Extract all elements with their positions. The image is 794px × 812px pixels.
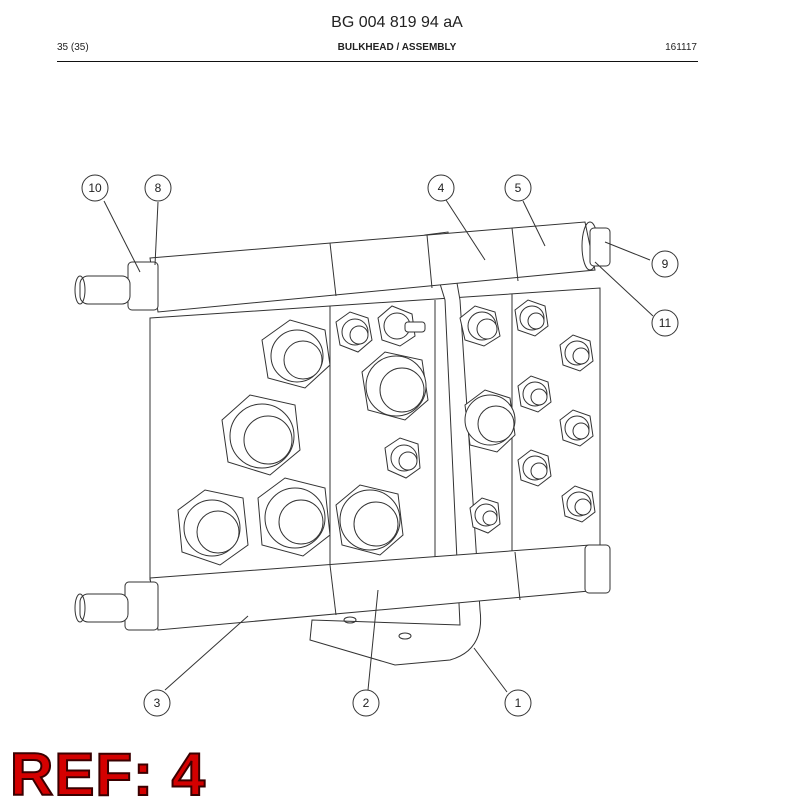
fitting-med-5 <box>469 497 501 534</box>
bracket <box>309 231 482 666</box>
fitting-small-3 <box>517 375 552 413</box>
top-bar-joint-1 <box>329 242 337 297</box>
top-nut-left <box>127 261 159 311</box>
fitting-large-2 <box>221 394 301 476</box>
fitting-large-7 <box>464 389 516 453</box>
page-number: 35 (35) <box>57 42 89 53</box>
fitting-large-5 <box>361 351 429 421</box>
callout-circle-3 <box>143 689 171 717</box>
leader-9 <box>604 241 651 261</box>
callout-circle-9 <box>651 250 679 278</box>
section-title: BULKHEAD / ASSEMBLY <box>337 42 457 53</box>
leader-5 <box>522 200 546 247</box>
fitting-med-2 <box>377 305 426 347</box>
callout-circle-1 <box>504 689 532 717</box>
bottom-stud-left <box>79 593 129 623</box>
ref-label: REF: 4 <box>9 741 207 808</box>
leader-1 <box>473 647 508 693</box>
bracket-hole-left <box>343 616 357 624</box>
date-code: 161117 <box>665 42 697 53</box>
callout-circle-5 <box>504 174 532 202</box>
leader-10 <box>103 200 141 273</box>
bottom-nut-left <box>124 581 159 631</box>
callout-label-3: 3 <box>154 696 161 710</box>
callout-label-4: 4 <box>438 181 445 195</box>
bottom-bar-joint-1 <box>329 564 337 616</box>
top-bar-joint-3 <box>426 234 433 289</box>
fitting-small-6 <box>561 485 596 523</box>
bottom-bar-joint-2 <box>514 551 521 601</box>
bottom-stud-end <box>74 593 86 623</box>
fitting-small-1 <box>514 299 549 337</box>
top-bar-joint-2 <box>511 227 519 282</box>
fitting-large-6 <box>335 484 404 556</box>
callout-circle-8 <box>144 174 172 202</box>
callout-circle-11 <box>651 309 679 337</box>
leader-11 <box>594 261 654 317</box>
bracket-hole-right <box>398 632 412 640</box>
top-nut-right <box>589 227 611 267</box>
callout-circle-4 <box>427 174 455 202</box>
fitting-med-4 <box>459 305 501 347</box>
callout-label-11: 11 <box>659 316 672 330</box>
callout-label-8: 8 <box>155 181 162 195</box>
bottom-nut-right <box>584 544 611 594</box>
leader-4 <box>445 199 486 261</box>
document-code: BG 004 819 94 aA <box>331 14 463 31</box>
leader-8 <box>154 201 159 266</box>
callout-label-5: 5 <box>515 181 522 195</box>
callout-label-1: 1 <box>515 696 522 710</box>
callout-circle-10 <box>81 174 109 202</box>
header-rule <box>57 61 698 62</box>
fitting-small-4 <box>559 409 594 447</box>
callout-label-10: 10 <box>88 181 102 195</box>
fitting-large-1 <box>261 319 331 389</box>
callout-label-2: 2 <box>363 696 370 710</box>
top-stud-left <box>79 275 131 305</box>
top-bar <box>149 221 596 313</box>
callout-label-9: 9 <box>662 257 669 271</box>
fitting-large-3 <box>177 489 249 566</box>
fitting-med-1 <box>335 311 373 353</box>
top-stud-end <box>74 275 86 305</box>
fitting-small-5 <box>517 449 552 487</box>
fitting-med-3 <box>384 437 421 479</box>
callout-circle-2 <box>352 689 380 717</box>
fitting-small-2 <box>559 334 594 372</box>
leader-3 <box>164 615 249 691</box>
leader-2 <box>367 589 379 691</box>
fitting-large-4 <box>257 477 331 557</box>
